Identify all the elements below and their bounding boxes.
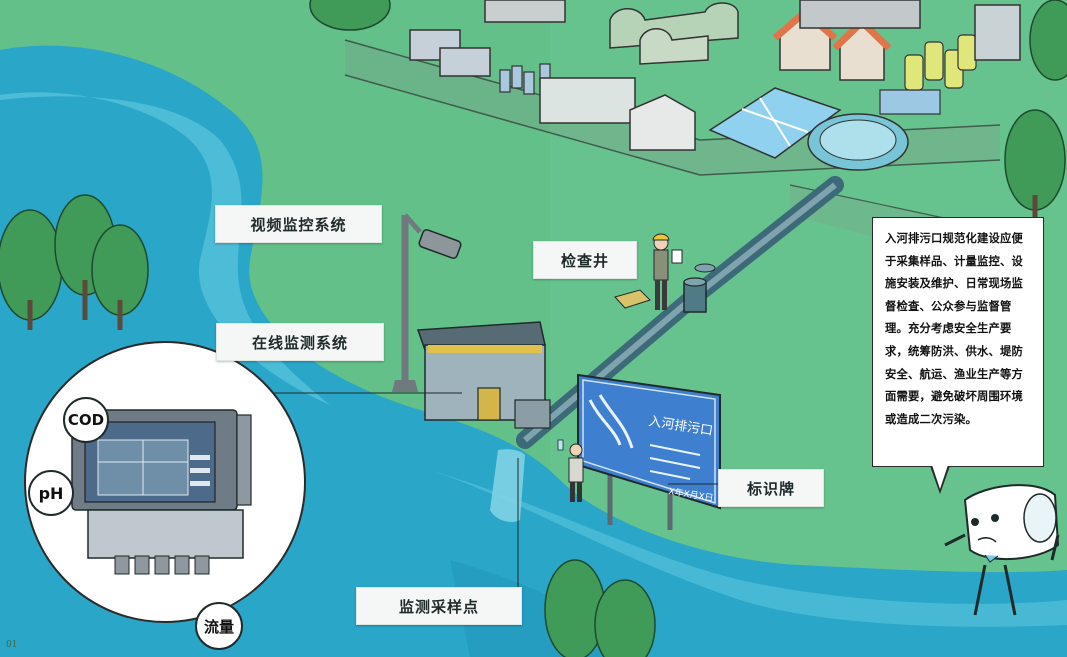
- label-sign-board: 标识牌: [718, 469, 824, 507]
- label-sampling-point: 监测采样点: [356, 587, 522, 625]
- standardization-note: 入河排污口规范化建设应便于采集样品、计量监控、设施安装及维护、日常现场监督检查、…: [872, 217, 1044, 467]
- page-number: 01: [6, 640, 18, 650]
- pipe-mascot: [944, 484, 1060, 616]
- ph-bubble: pH: [28, 470, 74, 516]
- cod-bubble: COD: [63, 397, 109, 443]
- label-online-monitoring-system: 在线监测系统: [216, 323, 384, 361]
- label-inspection-well: 检查井: [533, 241, 637, 279]
- flow-bubble: 流量: [195, 602, 243, 650]
- worker-inspector: [614, 233, 683, 310]
- worker-sampler: [557, 439, 584, 502]
- camera-pole: [392, 213, 462, 392]
- monitoring-station: [416, 321, 551, 429]
- label-video-monitoring-system: 视频监控系统: [215, 205, 382, 243]
- monitoring-instrument: [71, 409, 252, 575]
- factory-buildings: [409, 0, 1021, 171]
